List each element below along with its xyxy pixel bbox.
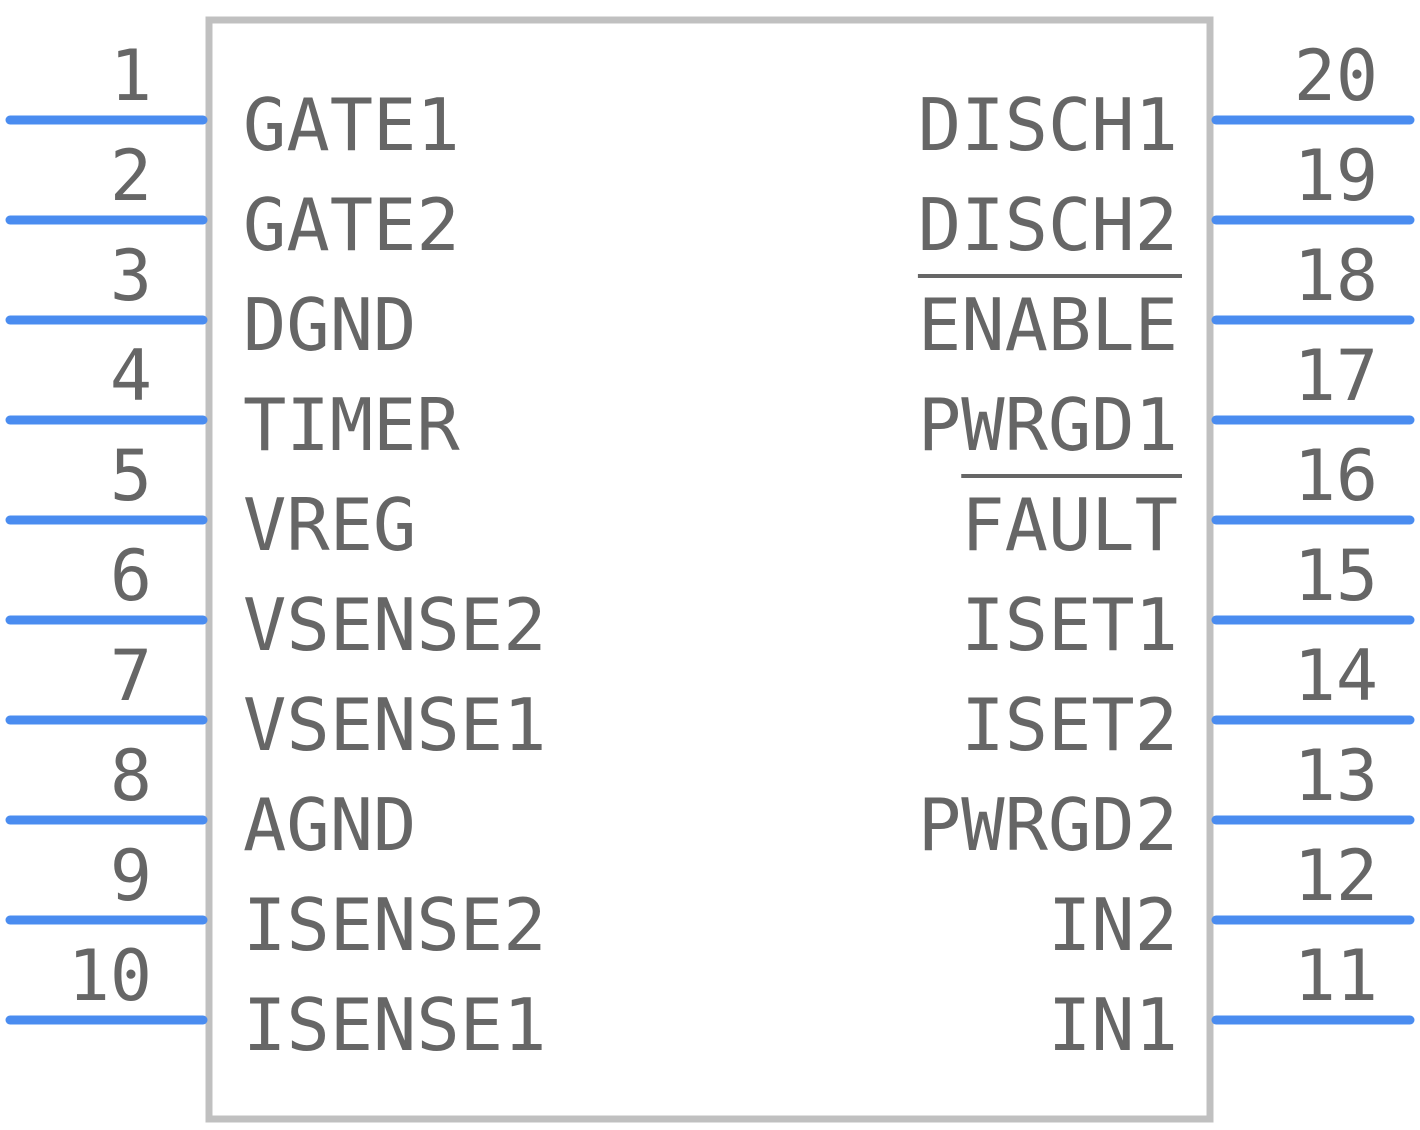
pin-number: 9 bbox=[110, 835, 152, 917]
pin-label: AGND bbox=[243, 783, 416, 867]
pin-number: 18 bbox=[1294, 235, 1378, 317]
pin-number: 4 bbox=[110, 335, 152, 417]
pin-number: 3 bbox=[110, 235, 152, 317]
pin-label: ENABLE bbox=[918, 283, 1178, 367]
pin-label: DGND bbox=[243, 283, 416, 367]
pin-number: 12 bbox=[1294, 835, 1378, 917]
pin-label: IN1 bbox=[1048, 983, 1178, 1067]
pin-number: 1 bbox=[110, 35, 152, 117]
pin-label: ISET2 bbox=[961, 683, 1178, 767]
left-pin-group: 1GATE12GATE23DGND4TIMER5VREG6VSENSE27VSE… bbox=[5, 35, 546, 1067]
pin-number: 17 bbox=[1294, 335, 1378, 417]
pin-number: 19 bbox=[1294, 135, 1378, 217]
pin-number: 7 bbox=[110, 635, 152, 717]
pin-label: ISENSE1 bbox=[243, 983, 546, 1067]
pin-label: PWRGD2 bbox=[918, 783, 1178, 867]
pin-number: 20 bbox=[1294, 35, 1378, 117]
pin-number: 2 bbox=[110, 135, 152, 217]
pin-number: 8 bbox=[110, 735, 152, 817]
pin-label: IN2 bbox=[1048, 883, 1178, 967]
pin-number: 16 bbox=[1294, 435, 1378, 517]
pin-number: 11 bbox=[1294, 935, 1378, 1017]
pin-number: 15 bbox=[1294, 535, 1378, 617]
pin-number: 5 bbox=[110, 435, 152, 517]
pin-label: GATE2 bbox=[243, 183, 460, 267]
pin-label: VSENSE1 bbox=[243, 683, 546, 767]
pin-label: PWRGD1 bbox=[918, 383, 1178, 467]
pin-number: 14 bbox=[1294, 635, 1378, 717]
pin-label: GATE1 bbox=[243, 83, 460, 167]
pin-label: FAULT bbox=[961, 483, 1178, 567]
pin-label: ISET1 bbox=[961, 583, 1178, 667]
right-pin-group: 20DISCH119DISCH218ENABLE17PWRGD116FAULT1… bbox=[917, 35, 1415, 1067]
ic-body bbox=[205, 16, 1214, 1123]
pin-number: 6 bbox=[110, 535, 152, 617]
pin-label: DISCH2 bbox=[918, 183, 1178, 267]
pin-number: 10 bbox=[68, 935, 152, 1017]
pin-label: DISCH1 bbox=[918, 83, 1178, 167]
pin-label: VREG bbox=[243, 483, 416, 567]
pin-label: TIMER bbox=[243, 383, 460, 467]
pin-number: 13 bbox=[1294, 735, 1378, 817]
pin-label: VSENSE2 bbox=[243, 583, 546, 667]
pin-label: ISENSE2 bbox=[243, 883, 546, 967]
